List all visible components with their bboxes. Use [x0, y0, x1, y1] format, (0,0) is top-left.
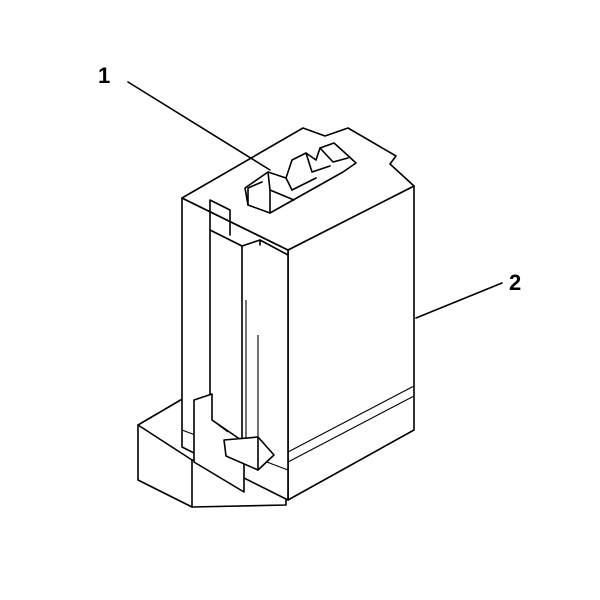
- terminal-slots: [244, 142, 357, 214]
- latch-channel: [209, 199, 289, 450]
- callout-label-1: 1: [98, 63, 110, 88]
- latch-tab: [193, 393, 275, 493]
- callout-label-2: 2: [509, 270, 521, 295]
- leader-line-2: [415, 282, 503, 319]
- leader-line-1: [127, 81, 271, 171]
